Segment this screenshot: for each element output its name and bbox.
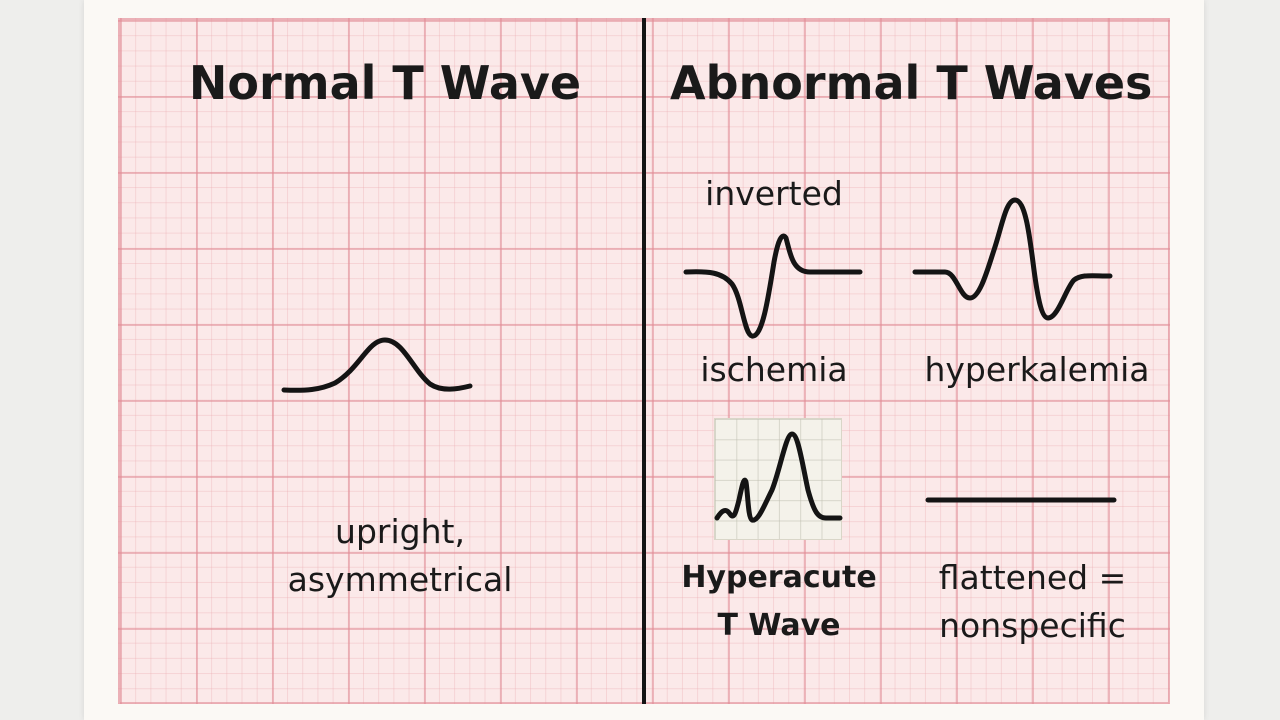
panel-divider [642, 18, 646, 704]
inverted-label: inverted [705, 174, 843, 213]
flattened-label-line2: nonspecific [939, 606, 1126, 645]
normal-caption-line1: upright, [335, 512, 465, 551]
ischemia-label: ischemia [700, 350, 848, 389]
normal-t-wave-title: Normal T Wave [188, 56, 582, 110]
hyperkalemia-label: hyperkalemia [924, 350, 1150, 389]
hyperacute-label-line2: T Wave [717, 608, 841, 643]
hyperacute-label-line1: Hyperacute [681, 560, 877, 595]
abnormal-t-waves-title: Abnormal T Waves [670, 56, 1153, 110]
flattened-label-line1: flattened = [938, 558, 1127, 597]
normal-caption-line2: asymmetrical [287, 560, 513, 599]
